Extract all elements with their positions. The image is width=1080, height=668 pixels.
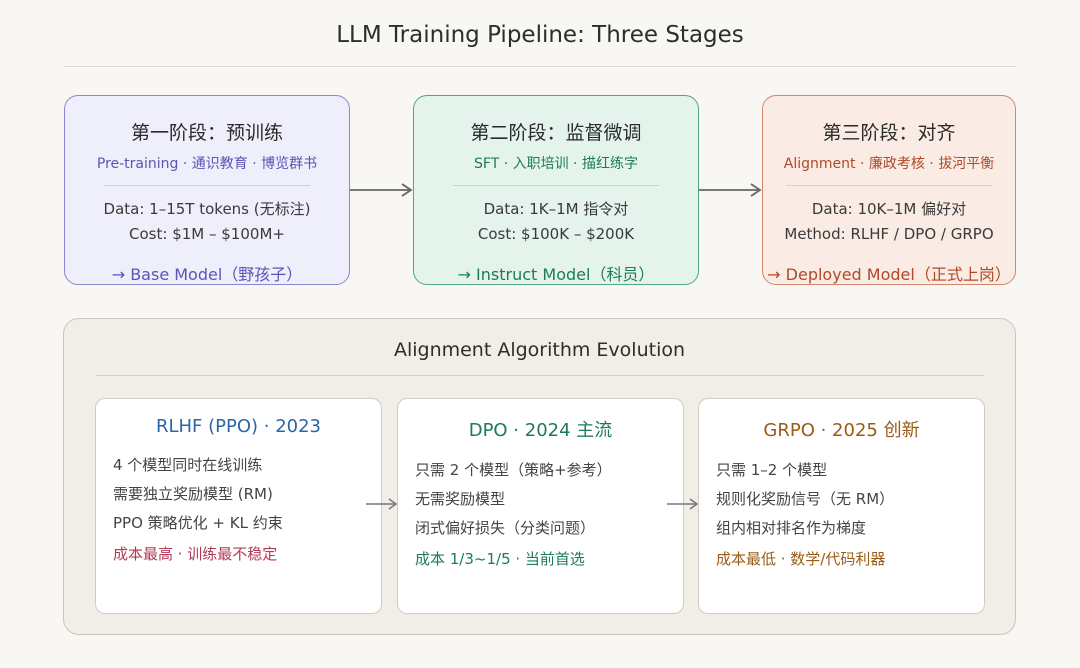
- stage-divider: [786, 185, 992, 186]
- stage-data-line: Data: 10K–1M 偏好对: [811, 200, 967, 218]
- stage-divider: [453, 185, 659, 186]
- algo-line: PPO 策略优化 + KL 约束: [113, 514, 283, 532]
- stage-divider: [104, 185, 310, 186]
- algo-note: 成本最低 · 数学/代码利器: [716, 550, 886, 568]
- algo-arrow-2-3: [667, 498, 699, 510]
- evolution-divider: [96, 375, 984, 376]
- page-title: LLM Training Pipeline: Three Stages: [336, 22, 744, 48]
- algo-note: 成本最高 · 训练最不稳定: [113, 545, 278, 563]
- stage-subtitle: Pre-training · 通识教育 · 博览群书: [96, 156, 318, 172]
- algo-arrow-1-2: [366, 498, 398, 510]
- stage-output: → Base Model（野孩子）: [111, 265, 303, 284]
- algo-note: 成本 1/3~1/5 · 当前首选: [415, 550, 585, 568]
- algo-title: DPO · 2024 主流: [468, 420, 613, 441]
- stage-output: → Instruct Model（科员）: [457, 265, 655, 284]
- stage-title: 第二阶段：监督微调: [470, 122, 642, 144]
- algo-card-rlhf: RLHF (PPO) · 2023 4 个模型同时在线训练 需要独立奖励模型 (…: [95, 398, 382, 614]
- stage-data-line: Data: 1–15T tokens (无标注): [103, 200, 311, 218]
- algo-line: 4 个模型同时在线训练: [113, 456, 263, 474]
- stage-subtitle: Alignment · 廉政考核 · 拔河平衡: [783, 156, 995, 172]
- stage-cost-line: Cost: $100K – $200K: [477, 225, 635, 243]
- stage-data-line: Data: 1K–1M 指令对: [483, 200, 629, 218]
- evolution-title: Alignment Algorithm Evolution: [393, 339, 686, 361]
- algo-line: 规则化奖励信号（无 RM）: [716, 490, 895, 508]
- stage-method-line: Method: RLHF / DPO / GRPO: [784, 225, 994, 243]
- stage-title: 第三阶段：对齐: [822, 122, 956, 144]
- stage-alignment-box: 第三阶段：对齐 Alignment · 廉政考核 · 拔河平衡 Data: 10…: [762, 95, 1016, 285]
- algo-card-grpo: GRPO · 2025 创新 只需 1–2 个模型 规则化奖励信号（无 RM） …: [698, 398, 985, 614]
- stage-output: → Deployed Model（正式上岗）: [767, 265, 1011, 284]
- algo-line: 只需 1–2 个模型: [716, 461, 828, 479]
- algo-title: GRPO · 2025 创新: [763, 420, 920, 441]
- algo-line: 组内相对排名作为梯度: [716, 519, 867, 537]
- algo-line: 只需 2 个模型（策略+参考）: [415, 461, 612, 479]
- algorithm-evolution-panel: Alignment Algorithm Evolution RLHF (PPO)…: [63, 318, 1016, 635]
- stage-subtitle: SFT · 入职培训 · 描红练字: [474, 156, 638, 172]
- stage-arrow-1-2: [350, 183, 413, 197]
- algo-line: 闭式偏好损失（分类问题）: [415, 519, 596, 537]
- title-divider: [64, 66, 1016, 67]
- algo-line: 无需奖励模型: [415, 490, 506, 508]
- algo-line: 需要独立奖励模型 (RM): [113, 485, 273, 503]
- stage-cost-line: Cost: $1M – $100M+: [129, 225, 285, 243]
- stage-arrow-2-3: [699, 183, 762, 197]
- stage-sft-box: 第二阶段：监督微调 SFT · 入职培训 · 描红练字 Data: 1K–1M …: [413, 95, 699, 285]
- algo-card-dpo: DPO · 2024 主流 只需 2 个模型（策略+参考） 无需奖励模型 闭式偏…: [397, 398, 684, 614]
- stage-title: 第一阶段：预训练: [130, 122, 283, 144]
- algo-title: RLHF (PPO) · 2023: [155, 416, 322, 437]
- stage-pretraining-box: 第一阶段：预训练 Pre-training · 通识教育 · 博览群书 Data…: [64, 95, 350, 285]
